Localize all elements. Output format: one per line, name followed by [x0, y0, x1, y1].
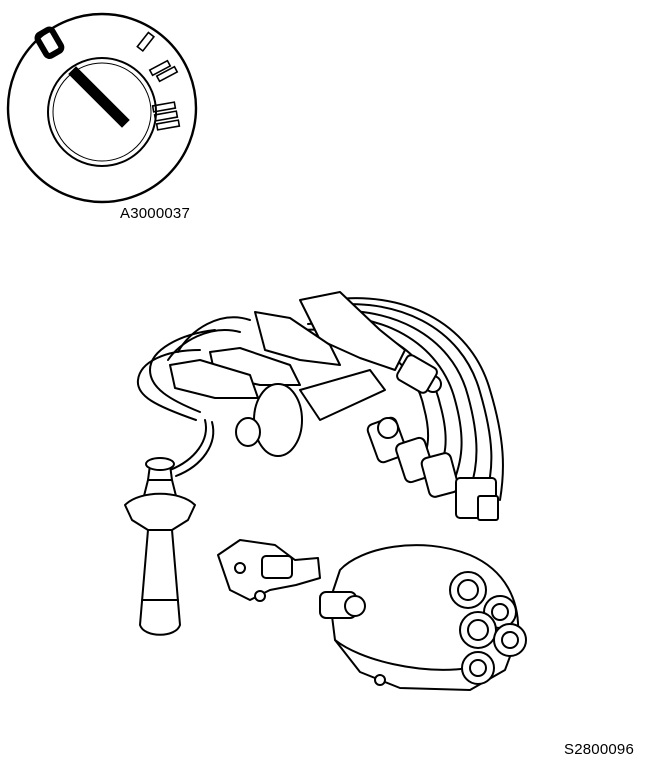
position-0-mark	[34, 26, 65, 59]
key-slot	[68, 66, 130, 128]
position-3-mark	[151, 101, 181, 131]
ignition-coil-boot	[124, 457, 196, 636]
lead-boots	[169, 291, 406, 457]
figure-caption-bottom: S2800096	[563, 741, 634, 758]
position-2-mark	[148, 59, 179, 83]
coil-lead	[169, 419, 207, 471]
position-1-mark	[136, 31, 156, 53]
figure-caption-top: A3000037	[120, 205, 191, 222]
distributor-cap	[319, 544, 527, 691]
spark-plug-caps	[366, 354, 499, 521]
rotor-arm	[217, 539, 321, 602]
